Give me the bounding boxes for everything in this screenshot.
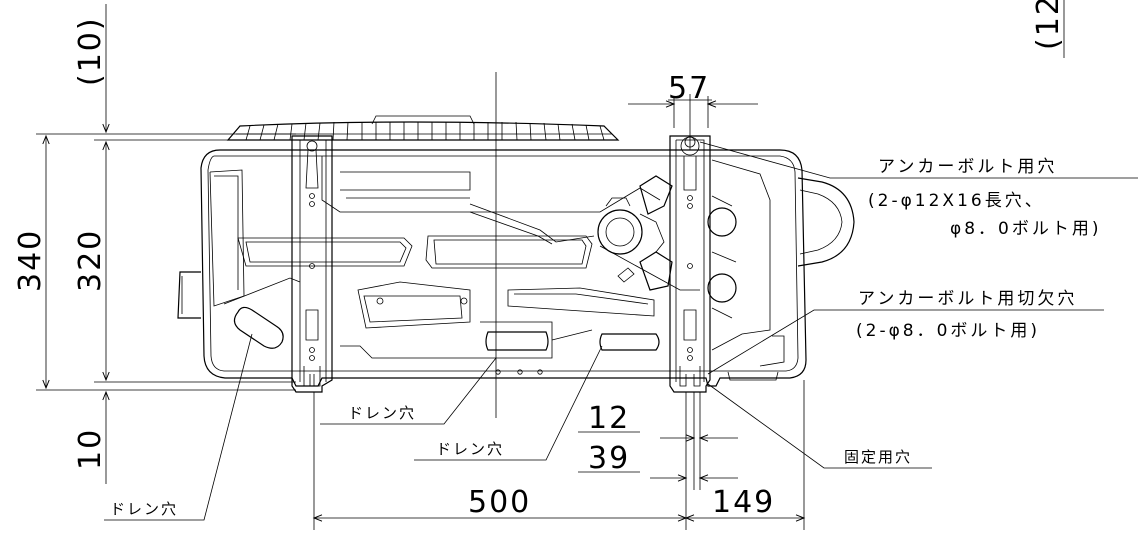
dimension-text: (10) (12 340 320 10 57 12 39 500 149 xyxy=(13,0,1066,520)
dim-bottom-clearance: 10 xyxy=(73,428,108,470)
dim-bolt-offset: 39 xyxy=(588,441,630,476)
dimension-lines xyxy=(36,0,1065,530)
dim-height-inner: 320 xyxy=(73,229,108,292)
label-drain-1: ドレン穴 xyxy=(110,500,178,518)
label-anchor-bolt-hole-spec1: (2-φ12X16長穴、 xyxy=(868,191,1045,211)
fan-grille xyxy=(226,115,620,141)
center-lines xyxy=(495,72,691,418)
drain-oval-left xyxy=(233,306,284,349)
label-drain-2: ドレン穴 xyxy=(348,404,416,422)
label-anchor-bolt-hole-spec2: φ8．0ボルト用) xyxy=(950,219,1101,239)
right-bump xyxy=(797,177,855,267)
callout-text: アンカーボルト用穴 (2-φ12X16長穴、 φ8．0ボルト用) アンカーボルト… xyxy=(110,157,1101,518)
dim-span: 500 xyxy=(468,485,531,520)
unit-body xyxy=(177,115,855,393)
label-anchor-bolt-hole: アンカーボルト用穴 xyxy=(878,157,1057,177)
dim-width-bracket: 57 xyxy=(668,71,710,106)
left-handle xyxy=(177,271,201,319)
housing-outline xyxy=(200,149,807,387)
dim-drain-slot: 12 xyxy=(588,401,630,436)
dim-right-offset: 149 xyxy=(712,485,775,520)
drain-slot-right xyxy=(599,333,660,351)
left-mounting-bracket xyxy=(291,135,333,393)
dim-height-outer: 340 xyxy=(13,229,48,292)
fan-motor xyxy=(597,175,700,291)
label-anchor-bolt-notch: アンカーボルト用切欠穴 xyxy=(858,289,1077,309)
label-anchor-bolt-notch-spec: (2-φ8．0ボルト用) xyxy=(856,321,1040,341)
right-mounting-bracket xyxy=(669,135,711,393)
drain-slot-center xyxy=(485,331,549,351)
dim-top-right-partial: (12 xyxy=(1031,0,1066,50)
leader-lines xyxy=(104,141,1138,521)
label-drain-3: ドレン穴 xyxy=(436,440,504,458)
label-fixing-hole: 固定用穴 xyxy=(844,448,912,466)
dim-top-clearance: (10) xyxy=(73,16,108,86)
